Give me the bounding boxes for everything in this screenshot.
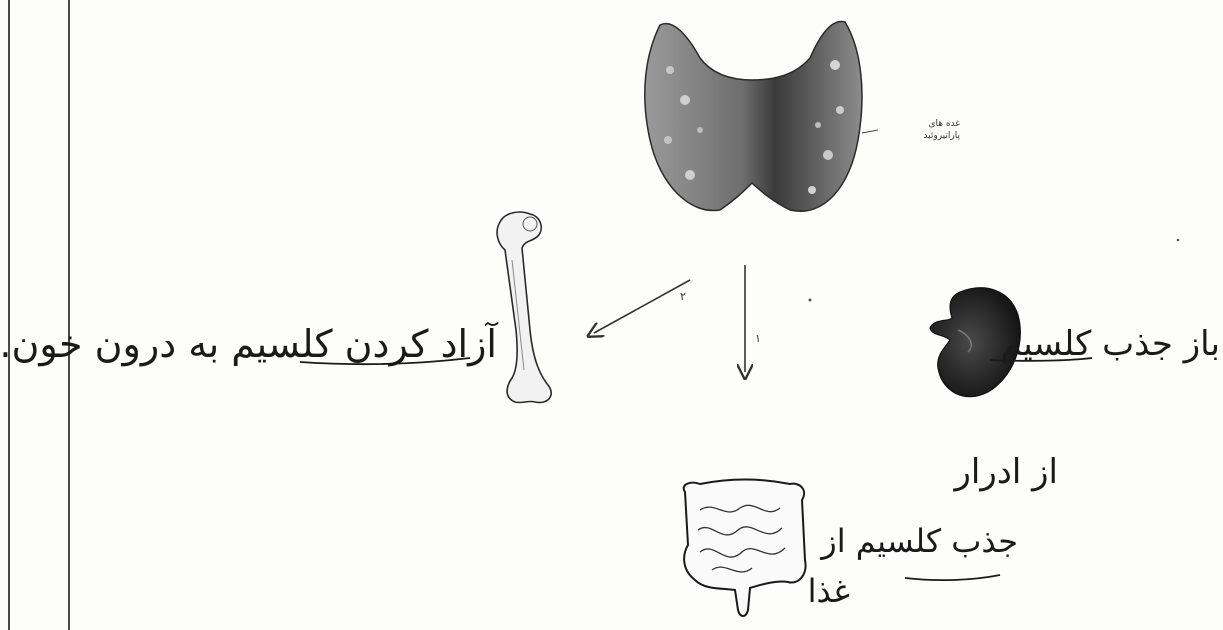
arrow-left-to-bone [594,280,690,333]
underline-intestine [905,575,1000,580]
thyroid-note-line2: پاراتیروئید [880,130,960,142]
release-calcium-text: آزاد کردن کلسیم به درون خون. [12,322,497,366]
stray-mark [809,299,812,302]
absorb-calcium-text: جذب کلسیم از [818,522,1018,560]
arrow-label-down: ۱ [755,332,761,345]
thyroid-gland-icon [645,22,862,212]
thyroid-note: غده های پاراتیروئید [880,118,960,142]
arrow-label-left: ۲ [680,290,686,303]
stray-mark [1177,239,1180,242]
from-urine-text: از ادرار [928,452,1058,492]
food-text: غذا [770,572,850,610]
thyroid-note-pointer [862,130,878,133]
femur-bone-icon [497,212,551,403]
reabsorb-calcium-text: باز جذب کلسیم [990,324,1220,364]
thyroid-note-line1: غده های [880,118,960,130]
